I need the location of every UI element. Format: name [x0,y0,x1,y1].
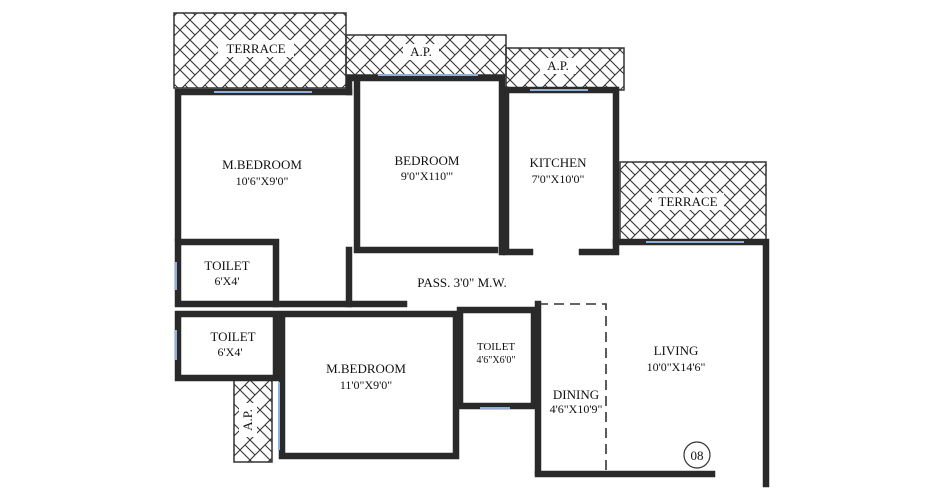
kitchen-name: KITCHEN [529,155,587,170]
ap-kitchen-label: A.P. [547,58,569,73]
master-bedroom-2-size: 11'0"X9'0" [340,378,392,392]
dining-size: 4'6"X10'9" [550,402,603,416]
terrace-right-label: TERRACE [658,194,717,209]
unit-number-circle [683,441,711,469]
dining-boundary [538,303,607,474]
master-bedroom-1-name: M.BEDROOM [222,157,302,172]
master-bedroom-1-size: 10'6"X9'0" [236,174,289,188]
toilet-1-size: 6'X4' [215,274,240,288]
toilet-2-name: TOILET [210,329,255,344]
living-name: LIVING [654,343,699,358]
master-bedroom-2-name: M.BEDROOM [326,361,406,376]
passage-label: PASS. 3'0" M.W. [417,275,506,290]
toilet-2-size: 6'X4' [218,345,243,359]
windows [175,74,744,450]
toilet-1-name: TOILET [204,258,249,273]
bedroom-name: BEDROOM [394,153,459,168]
dining-name: DINING [553,387,599,402]
unit-number: 08 [691,448,704,463]
ap-bottom-label: A.P. [240,409,255,431]
living-size: 10'0"X14'6" [647,360,706,374]
kitchen-size: 7'0"X10'0" [532,172,585,186]
toilet-3-name: TOILET [477,341,516,353]
walls [174,74,770,488]
toilet-3-size: 4'6"X6'0" [477,355,516,366]
terrace-top-left-label: TERRACE [226,41,285,56]
bedroom-size: 9'0"X110'" [401,169,453,183]
ap-bedroom-label: A.P. [410,44,432,59]
